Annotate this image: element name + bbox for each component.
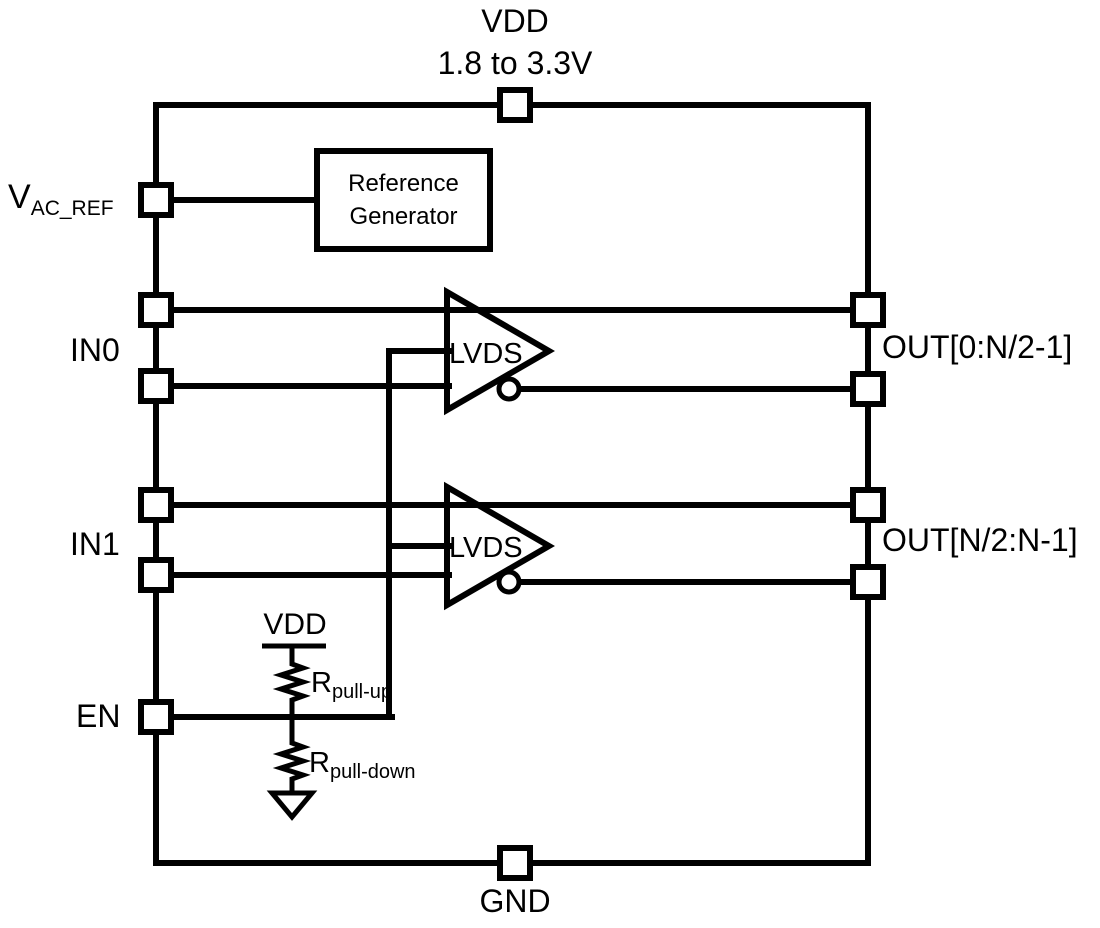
- buffer-triangle-0: [444, 286, 555, 416]
- resistor-pullup: [272, 646, 312, 717]
- label-r-pullup-main: R: [311, 667, 332, 699]
- pin-in1-pos: [138, 487, 174, 523]
- pin-out1-neg: [850, 564, 886, 600]
- refgen-line2: Generator: [349, 203, 458, 230]
- reference-generator-block: Reference Generator: [314, 148, 493, 252]
- wire-out0-inv: [515, 386, 856, 392]
- label-gnd: GND: [479, 883, 551, 919]
- inverting-bubble-1: [496, 569, 522, 595]
- label-r-pulldown-main: R: [309, 747, 330, 779]
- pin-vdd: [497, 87, 533, 123]
- refgen-line1: Reference: [348, 170, 459, 197]
- label-vdd-range: 1.8 to 3.3V: [437, 45, 593, 81]
- wire-en: [170, 714, 395, 720]
- pin-in1-neg: [138, 557, 174, 593]
- wire-vacref: [170, 197, 320, 203]
- pin-out0-neg: [850, 371, 886, 407]
- label-out-bank1: OUT[N/2:N-1]: [882, 522, 1078, 558]
- pin-in0-pos: [138, 292, 174, 328]
- label-r-pullup-sub: pull-up: [331, 681, 392, 703]
- inverting-bubble-0: [496, 376, 522, 402]
- label-in1: IN1: [70, 526, 120, 562]
- lvds-buffer-0: [444, 286, 555, 416]
- label-vacref-main: V: [8, 178, 31, 216]
- pin-vacref: [138, 182, 174, 218]
- label-r-pulldown-sub: pull-down: [329, 761, 416, 783]
- label-vdd: VDD: [481, 3, 549, 39]
- wire-in0-inv: [170, 383, 452, 389]
- pin-in0-neg: [138, 368, 174, 404]
- label-in0: IN0: [70, 332, 120, 368]
- wire-en-riser: [386, 348, 392, 720]
- buffer0-label: LVDS: [449, 338, 523, 370]
- label-pull-rail-vdd: VDD: [263, 608, 327, 641]
- pin-gnd: [497, 845, 533, 881]
- buffer-triangle-1: [444, 481, 555, 611]
- label-out-bank0: OUT[0:N/2-1]: [882, 329, 1073, 365]
- wire-in1-noninv: [170, 502, 856, 508]
- lvds-buffer-1: [444, 481, 555, 611]
- wire-en-stub-buffer1: [389, 543, 452, 549]
- resistor-pulldown: [272, 717, 312, 792]
- label-r-pullup: Rpull-up: [311, 667, 392, 703]
- ground-symbol: [266, 790, 318, 821]
- en-pull-network: [262, 643, 326, 821]
- wire-out1-inv: [515, 579, 856, 585]
- label-r-pulldown: Rpull-down: [309, 747, 416, 783]
- pin-out1-pos: [850, 487, 886, 523]
- label-vacref-sub: AC_REF: [30, 197, 114, 220]
- label-vacref: VAC_REF: [8, 178, 114, 219]
- buffer1-label: LVDS: [449, 532, 523, 564]
- pin-en: [138, 699, 174, 735]
- wire-en-stub-buffer0: [389, 348, 452, 354]
- wire-in0-noninv: [170, 307, 856, 313]
- label-en: EN: [76, 698, 121, 734]
- pin-out0-pos: [850, 292, 886, 328]
- wire-in1-inv: [170, 572, 452, 578]
